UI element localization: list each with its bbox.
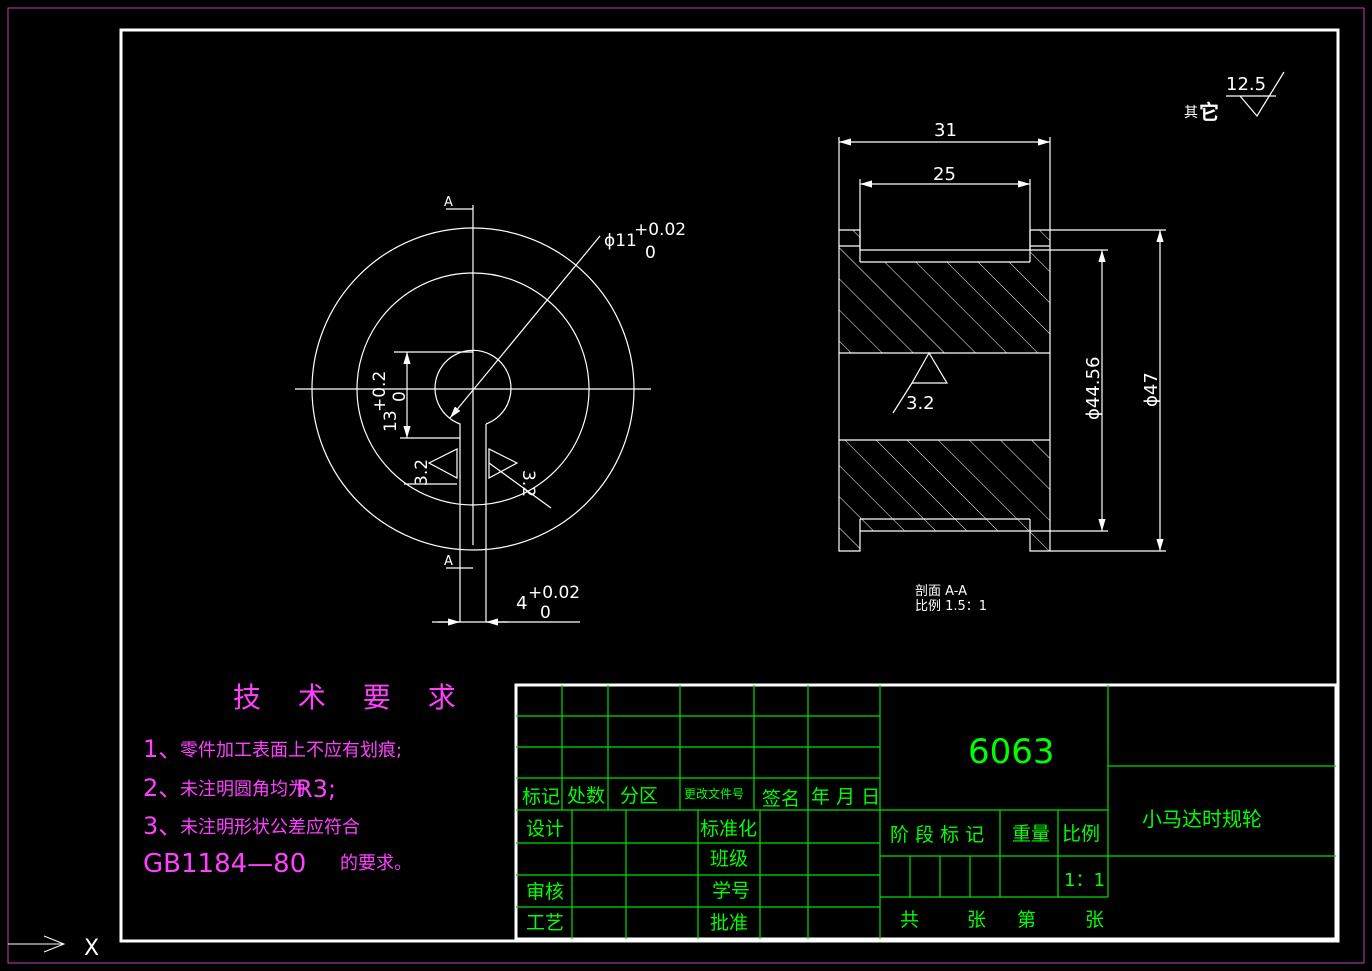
tech-requirements: 技 术 要 求 1、 零件加工表面上不应有划痕; 2、 未注明圆角均为 R3; … <box>143 681 470 879</box>
label-process: 工艺 <box>526 912 564 934</box>
keyway-depth-value: 13 <box>381 410 401 432</box>
title-block: 6063 小马达时规轮 标记 处数 分区 更改文件号 签名 年 月 日 设计 标… <box>514 683 1338 941</box>
label-stage-mark: 阶 段 标 记 <box>890 824 984 846</box>
keyway-width-lower: 0 <box>540 603 551 623</box>
tech-req-4-text: 的要求。 <box>340 853 412 874</box>
rev-header-date: 年 月 日 <box>811 786 880 808</box>
roughness-other-value: 12.5 <box>1226 74 1266 95</box>
label-design: 设计 <box>526 818 564 840</box>
tech-req-2-num: 2、 <box>143 774 182 802</box>
dim-dia-inner-value: ϕ44.56 <box>1083 357 1104 420</box>
ucs-x-label: X <box>84 936 99 961</box>
front-view: A A ϕ11 +0.02 0 13 +0.2 0 3.2 3.2 4 +0.0… <box>295 195 686 626</box>
roughness-bore-value: 3.2 <box>906 393 935 414</box>
label-class: 班级 <box>710 848 748 870</box>
tech-req-2-extra: R3; <box>296 775 336 803</box>
drawing-frame <box>119 28 1340 943</box>
hatch-lower <box>839 440 1050 531</box>
rev-header-count: 处数 <box>567 785 605 807</box>
section-view: 31 25 ϕ44.56 ϕ47 3.2 剖面 A-A 比例 1.5：1 <box>838 120 1166 614</box>
label-standard: 标准化 <box>700 818 757 840</box>
material-label: 6063 <box>968 732 1055 772</box>
dim-width-overall-value: 31 <box>934 120 957 141</box>
bore-tol-upper: +0.02 <box>634 220 686 240</box>
tech-req-3-text: 未注明形状公差应符合 <box>180 817 360 838</box>
rev-header-mark: 标记 <box>522 786 560 808</box>
label-sheets-zhang1: 张 <box>967 909 986 931</box>
roughness-bore <box>910 351 949 384</box>
bore-tol-lower: 0 <box>645 243 656 263</box>
section-caption-1: 剖面 A-A <box>915 584 967 599</box>
label-weight: 重量 <box>1012 823 1050 845</box>
roughness-other-symbol: 其 它 12.5 <box>1184 71 1285 124</box>
section-mark-top: A <box>444 195 453 210</box>
bore-keyway <box>434 349 512 622</box>
tech-req-3-num: 3、 <box>143 812 182 840</box>
bore-dia-leader <box>449 235 601 419</box>
tech-req-1-num: 1、 <box>143 735 182 763</box>
tech-req-1-text: 零件加工表面上不应有划痕; <box>180 740 402 761</box>
label-student-no: 学号 <box>712 880 750 902</box>
rev-header-docno: 更改文件号 <box>684 786 744 801</box>
bore-dia-label: ϕ11 <box>604 231 637 251</box>
dim-dia-outer-value: ϕ47 <box>1141 372 1162 407</box>
label-sheets-zhang2: 张 <box>1085 909 1104 931</box>
keyway-tol-upper: +0.2 <box>370 371 390 412</box>
keyway-width-upper: +0.02 <box>528 583 580 603</box>
label-review: 审核 <box>526 881 564 903</box>
section-mark-bottom: A <box>444 554 453 569</box>
tech-req-4-num: GB1184—80 <box>143 849 306 879</box>
label-sheets-total: 共 <box>900 909 919 931</box>
label-approve: 批准 <box>710 912 748 934</box>
section-caption-2: 比例 1.5：1 <box>915 599 987 614</box>
roughness-right-value: 3.2 <box>518 470 538 497</box>
scale-value: 1：1 <box>1064 870 1105 891</box>
label-scale: 比例 <box>1062 823 1100 845</box>
sheet-outer-border <box>7 7 1365 964</box>
hatch-upper <box>839 262 1050 353</box>
rev-header-zone: 分区 <box>620 785 658 807</box>
tech-req-title: 技 术 要 求 <box>233 681 470 714</box>
rev-header-sign: 签名 <box>762 788 800 810</box>
keyway-tol-lower: 0 <box>390 391 410 402</box>
ucs-icon: X <box>8 935 99 961</box>
keyway-width-value: 4 <box>516 593 527 614</box>
tech-req-2-text: 未注明圆角均为 <box>180 779 306 800</box>
roughness-other-label-bold: 它 <box>1199 100 1219 124</box>
part-name-label: 小马达时规轮 <box>1142 807 1262 831</box>
roughness-other-label: 其 <box>1184 105 1198 121</box>
dim-width-inner-value: 25 <box>933 164 956 185</box>
roughness-left-value: 3.2 <box>412 459 432 486</box>
label-sheets-no: 第 <box>1017 909 1036 931</box>
roughness-keyway-left <box>427 448 458 480</box>
